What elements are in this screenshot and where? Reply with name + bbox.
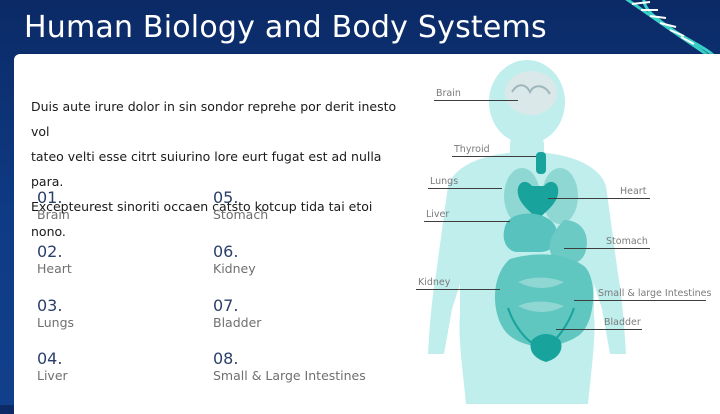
callout-line-lungs	[428, 188, 502, 189]
callout-brain: Brain	[436, 88, 461, 99]
callout-kidney: Kidney	[418, 277, 451, 288]
organ-item-brain: 01. Brain	[37, 189, 207, 223]
organ-name: Brain	[37, 207, 70, 222]
callout-line-heart	[548, 198, 650, 199]
paragraph-line-1: Duis aute irure dolor in sin sondor repr…	[31, 99, 397, 139]
callout-line-bladder	[556, 329, 642, 330]
callout-lungs: Lungs	[430, 176, 459, 187]
content-card: Duis aute irure dolor in sin sondor repr…	[14, 54, 720, 414]
callout-heart: Heart	[620, 186, 647, 197]
organ-number: 01.	[37, 188, 63, 207]
organ-item-liver: 04. Liver	[37, 350, 207, 384]
organ-name: Small & Large Intestines	[213, 368, 366, 383]
paragraph-line-2: tateo velti esse citrt suiurino lore eur…	[31, 149, 382, 189]
paragraph-line-3: Excepteurest sinoriti occaen catsto kotc…	[31, 199, 373, 239]
slide-title: Human Biology and Body Systems	[24, 10, 547, 45]
organ-number: 04.	[37, 349, 63, 368]
callout-intestines: Small & large Intestines	[598, 288, 712, 299]
organ-item-stomach: 05. Stomach	[213, 189, 383, 223]
organ-number: 07.	[213, 296, 239, 315]
organ-name: Heart	[37, 261, 72, 276]
organ-number: 03.	[37, 296, 63, 315]
callout-line-thyroid	[452, 156, 536, 157]
organ-name: Liver	[37, 368, 68, 383]
callout-line-brain	[434, 100, 518, 101]
callout-liver: Liver	[426, 209, 450, 220]
organ-item-intestines: 08. Small & Large Intestines	[213, 350, 383, 384]
organ-item-lungs: 03. Lungs	[37, 297, 207, 331]
organ-name: Lungs	[37, 315, 75, 330]
organ-number: 02.	[37, 242, 63, 261]
organ-item-kidney: 06. Kidney	[213, 243, 383, 277]
organ-item-heart: 02. Heart	[37, 243, 207, 277]
callout-line-liver	[424, 221, 510, 222]
organ-item-bladder: 07. Bladder	[213, 297, 383, 331]
callout-bladder: Bladder	[604, 317, 641, 328]
callout-stomach: Stomach	[606, 236, 648, 247]
callout-line-intestines	[574, 300, 706, 301]
organ-name: Stomach	[213, 207, 269, 222]
intro-paragraph: Duis aute irure dolor in sin sondor repr…	[31, 94, 411, 244]
organ-number: 05.	[213, 188, 239, 207]
organ-name: Bladder	[213, 315, 262, 330]
body-diagram: Brain Thyroid Lungs Liver Kidney Heart S…	[414, 54, 720, 404]
callout-thyroid: Thyroid	[454, 144, 490, 155]
human-body-illustration	[428, 60, 626, 404]
organ-number: 08.	[213, 349, 239, 368]
organ-number: 06.	[213, 242, 239, 261]
callout-line-kidney	[416, 289, 500, 290]
callout-line-stomach	[564, 248, 650, 249]
organ-name: Kidney	[213, 261, 256, 276]
